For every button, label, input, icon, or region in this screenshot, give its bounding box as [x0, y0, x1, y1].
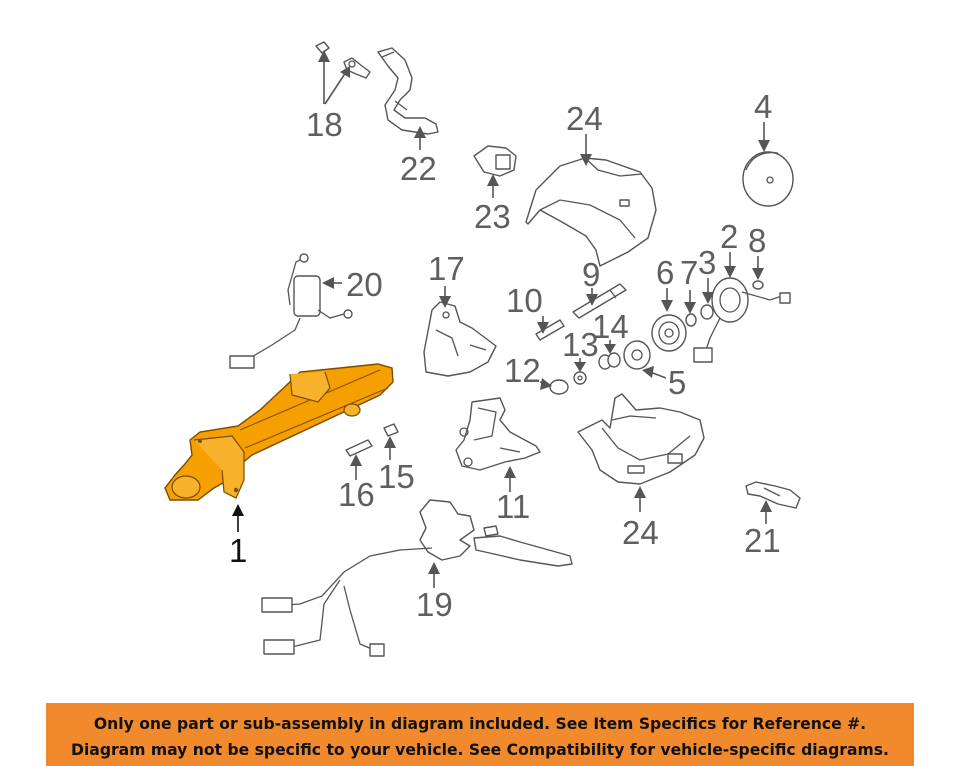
ring-part-7	[685, 313, 697, 327]
callout-20: 20	[346, 266, 383, 303]
nut-part-13	[573, 371, 587, 385]
shaft-part-9	[572, 283, 627, 319]
callout-23: 23	[474, 198, 511, 235]
bearing-part-14	[598, 352, 621, 370]
horn-pad-part-4	[742, 151, 794, 207]
callout-10: 10	[506, 282, 543, 319]
callout-5: 5	[668, 364, 686, 401]
callout-14: 14	[592, 308, 629, 345]
housing-part-11	[455, 397, 541, 471]
callout-9: 9	[582, 256, 600, 293]
notice-line-2: Diagram may not be specific to your vehi…	[71, 741, 889, 759]
tilt-lever-part-22	[377, 47, 439, 135]
notice-banner: Only one part or sub-assembly in diagram…	[46, 703, 914, 766]
pin-part-15	[383, 423, 399, 437]
clip-part-8	[752, 280, 764, 290]
callout-22: 22	[400, 150, 437, 187]
callout-19: 19	[416, 586, 453, 623]
callout-17: 17	[428, 250, 465, 287]
pin-part-10	[535, 319, 565, 341]
module-part-20	[229, 253, 353, 369]
cam-part-6	[651, 314, 687, 352]
callout-3: 3	[698, 244, 716, 281]
callout-6: 6	[656, 254, 674, 291]
callout-arrows	[232, 50, 772, 588]
callout-2: 2	[720, 218, 738, 255]
gear-part-5	[623, 340, 651, 370]
lower-cover-part-24	[577, 393, 705, 485]
switch-part-21	[745, 481, 801, 509]
callout-1: 1	[229, 532, 247, 569]
coil-part-2	[693, 277, 791, 363]
ring-part-3	[700, 304, 714, 320]
screw-part-18	[315, 41, 371, 79]
switch-part-19	[261, 499, 573, 657]
callout-15: 15	[378, 458, 415, 495]
callout-12: 12	[504, 352, 541, 389]
callout-labels: 18 22 23 24 4 20 17 9 10 6 7 3 2 8 14 13…	[229, 88, 781, 623]
upper-cover-part-24	[525, 157, 657, 267]
callout-21: 21	[744, 522, 781, 559]
callout-16: 16	[338, 476, 375, 513]
callout-4: 4	[754, 88, 772, 125]
callout-7: 7	[680, 254, 698, 291]
callout-18: 18	[306, 106, 343, 143]
lock-housing-part-23	[473, 145, 517, 177]
callout-8: 8	[748, 222, 766, 259]
steering-column-part-1	[164, 363, 394, 501]
callout-24-lower: 24	[622, 514, 659, 551]
callout-13: 13	[562, 326, 599, 363]
pin-part-16	[345, 439, 373, 457]
callout-11: 11	[496, 488, 530, 525]
bushing-part-12	[549, 379, 569, 395]
parts-diagram: 18 22 23 24 4 20 17 9 10 6 7 3 2 8 14 13…	[164, 41, 801, 657]
bracket-part-17	[423, 301, 497, 377]
notice-line-1: Only one part or sub-assembly in diagram…	[93, 715, 867, 733]
callout-24-upper: 24	[566, 100, 603, 137]
